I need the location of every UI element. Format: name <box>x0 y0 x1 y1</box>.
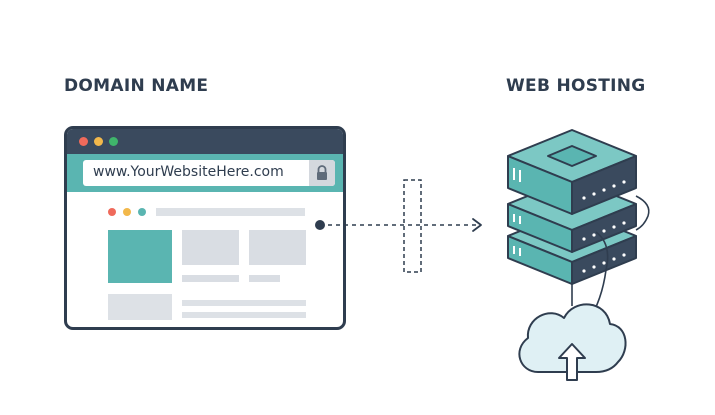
address-bar: www.YourWebsiteHere.com <box>67 154 343 192</box>
header-placeholder-line <box>156 208 305 216</box>
footer-text-line-2 <box>182 312 306 318</box>
footer-text-line-1 <box>182 300 306 306</box>
card-caption-2 <box>249 275 280 282</box>
lock-icon <box>309 160 335 186</box>
domain-name-heading: DOMAIN NAME <box>64 76 209 96</box>
url-field[interactable]: www.YourWebsiteHere.com <box>83 160 335 186</box>
dashed-arrow-icon <box>315 179 482 273</box>
browser-titlebar <box>67 129 343 154</box>
close-dot-icon <box>79 137 88 146</box>
card-placeholder-1 <box>182 230 239 265</box>
footer-image-placeholder <box>108 294 172 320</box>
content-dot-teal <box>138 208 146 216</box>
web-hosting-heading: WEB HOSTING <box>506 76 646 96</box>
image-placeholder <box>108 230 172 283</box>
maximize-dot-icon <box>109 137 118 146</box>
content-dot-yellow <box>123 208 131 216</box>
server-unit-top <box>507 129 637 215</box>
cloud-upload-icon <box>518 303 627 381</box>
browser-window: www.YourWebsiteHere.com <box>64 126 346 330</box>
card-caption-1 <box>182 275 239 282</box>
card-placeholder-2 <box>249 230 306 265</box>
content-dot-red <box>108 208 116 216</box>
server-stack-icon <box>507 129 637 285</box>
url-text: www.YourWebsiteHere.com <box>93 164 284 180</box>
minimize-dot-icon <box>94 137 103 146</box>
page-content <box>67 192 343 327</box>
